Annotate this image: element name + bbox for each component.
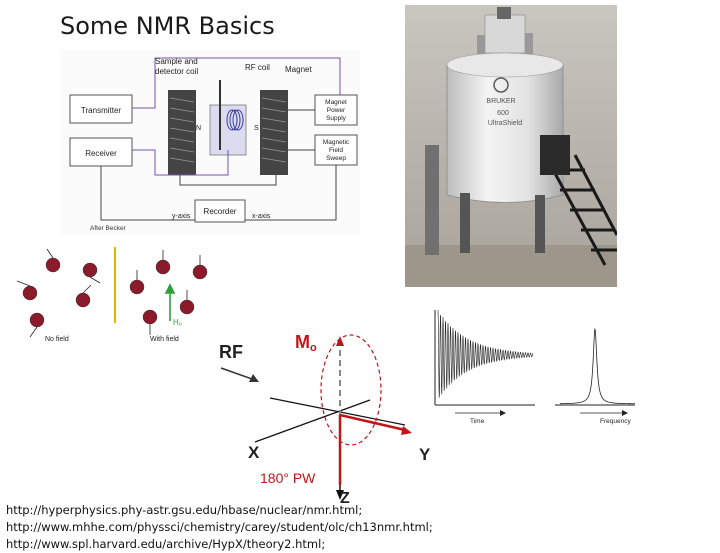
with-field-label: With field [150, 336, 179, 343]
rf-coil-icon [226, 109, 244, 131]
h0-label: H₀ [173, 318, 182, 327]
credit-label: After Becker [90, 225, 127, 232]
pole-n-label: N [196, 125, 201, 132]
receiver-box [69, 137, 133, 167]
product-label: UltraShield [488, 120, 522, 127]
recorder-box [194, 199, 246, 223]
spectrum-plot: Frequency [555, 327, 635, 425]
rf-label: RF [219, 342, 243, 362]
magnet-label: Magnet [285, 65, 312, 74]
fid-spectrum-diagram: Time Frequency [434, 309, 635, 425]
rotating-frame-diagram: RF Mo X Y Z 180° PW [219, 332, 431, 505]
field-arrow-icon [164, 283, 176, 321]
pole-s-label: S [254, 125, 259, 132]
rf-coil-label: RF coil [245, 63, 270, 72]
precession-path [320, 334, 382, 446]
recorder-label: Recorder [204, 207, 237, 216]
magnetization-vector [339, 413, 406, 432]
slide-title: Some NMR Basics [60, 12, 275, 40]
spectrum-peak [560, 327, 635, 405]
field-sweep-box [314, 134, 358, 166]
transmitter-label: Transmitter [81, 106, 121, 115]
frequency-label: Frequency [600, 418, 631, 425]
z-axis-label: Z [340, 490, 350, 505]
y-axis-label: Y [419, 445, 431, 464]
bruker-logo-icon [493, 77, 509, 93]
fid-trace [437, 309, 534, 398]
x-axis [254, 399, 371, 443]
m0-label: Mo [295, 332, 317, 354]
transmitter-box [69, 94, 133, 124]
pulse-width-label: 180° PW [260, 470, 316, 486]
model-label: 600 [497, 110, 509, 117]
receiver-label: Receiver [85, 149, 117, 158]
rf-arrow-icon [220, 367, 256, 381]
time-label: Time [470, 418, 485, 425]
no-field-label: No field [45, 336, 69, 343]
nmr-spectrometer-photo: BRUKER 600 UltraShield [405, 5, 617, 287]
x-axis-label: x-axis [252, 213, 271, 220]
y-axis-label: y-axis [172, 213, 191, 220]
x-axis-label: X [248, 443, 260, 462]
references-text: http://hyperphysics.phy-astr.gsu.edu/hba… [6, 503, 433, 551]
magnet-pole-north [168, 90, 196, 175]
magnet-pole-south [260, 90, 288, 175]
fid-plot: Time [434, 309, 535, 425]
spin-alignment-diagram: H₀ No field With field [16, 247, 208, 343]
brand-label: BRUKER [486, 98, 515, 105]
sample-chamber [209, 104, 247, 156]
magnet-power-box [314, 94, 358, 126]
